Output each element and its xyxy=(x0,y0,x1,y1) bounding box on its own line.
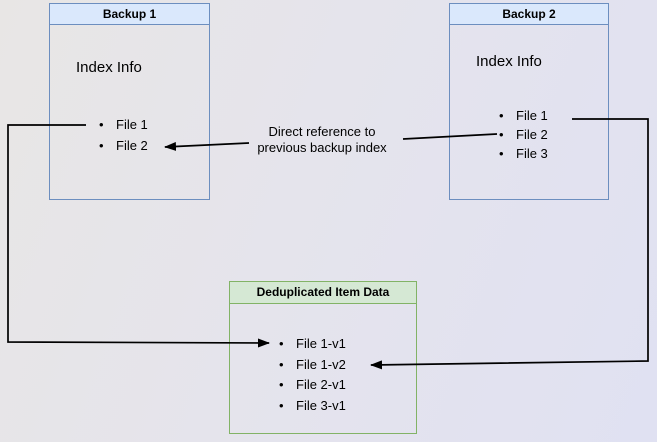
list-item: File 1-v1 xyxy=(276,334,346,355)
direct-reference-label: Direct reference to previous backup inde… xyxy=(257,124,387,155)
backup2-index-info-label: Index Info xyxy=(476,53,542,70)
backup2-file-2: File 2 xyxy=(516,127,548,142)
backup2-box: Backup 2 Index Info File 1 File 2 File 3 xyxy=(449,3,609,200)
list-item: File 1-v2 xyxy=(276,355,346,376)
dedup-box: Deduplicated Item Data File 1-v1 File 1-… xyxy=(229,281,417,434)
list-item: File 1 xyxy=(96,114,148,135)
dedup-title: Deduplicated Item Data xyxy=(230,282,416,304)
backup1-title: Backup 1 xyxy=(50,4,209,25)
backup1-box: Backup 1 Index Info File 1 File 2 xyxy=(49,3,210,200)
backup2-file-list: File 1 File 2 File 3 xyxy=(496,106,548,163)
dedup-file-list: File 1-v1 File 1-v2 File 2-v1 File 3-v1 xyxy=(276,334,346,416)
dedup-file-2v1: File 2-v1 xyxy=(296,377,346,392)
backup2-title: Backup 2 xyxy=(450,4,608,25)
backup2-file-1: File 1 xyxy=(516,108,548,123)
list-item: File 2-v1 xyxy=(276,375,346,396)
list-item: File 2 xyxy=(496,125,548,144)
dedup-file-1v1: File 1-v1 xyxy=(296,336,346,351)
list-item: File 2 xyxy=(96,135,148,156)
dedup-file-3v1: File 3-v1 xyxy=(296,397,346,413)
backup1-file-2: File 2 xyxy=(116,138,148,153)
dedup-file-1v2: File 1-v2 xyxy=(296,356,346,372)
backup1-file-list: File 1 File 2 xyxy=(96,114,148,156)
backup1-file-1: File 1 xyxy=(116,117,148,132)
list-item: File 3 xyxy=(496,144,548,163)
list-item: File 3-v1 xyxy=(276,396,346,417)
backup1-index-info-label: Index Info xyxy=(76,59,142,76)
list-item: File 1 xyxy=(496,106,548,125)
backup2-file-3: File 3 xyxy=(516,146,548,161)
